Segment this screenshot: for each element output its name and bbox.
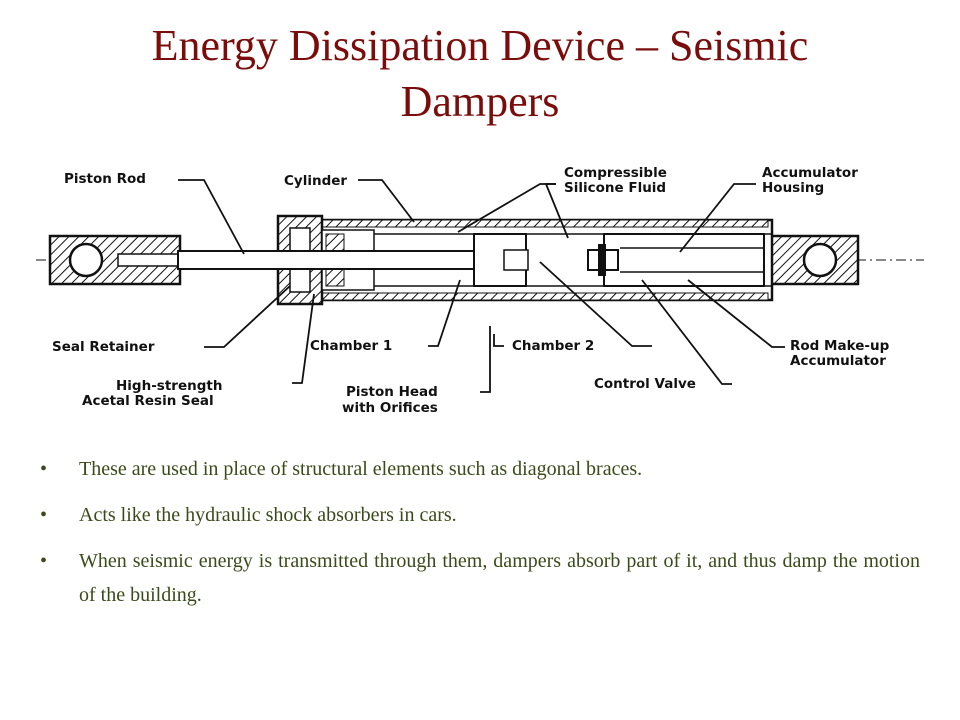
piston-rod: [177, 250, 509, 270]
label-cylinder: Cylinder: [284, 173, 347, 189]
label-rod-makeup-line1: Rod Make-up: [790, 338, 890, 354]
accumulator-housing: [587, 233, 765, 287]
leader-lines: [178, 179, 785, 393]
label-chamber-1: Chamber 1: [310, 338, 392, 354]
bullet-marker: •: [40, 504, 48, 526]
damper-diagram: Piston Rod Cylinder Compressible Silicon…: [36, 165, 924, 416]
title-line-2: Dampers: [400, 77, 560, 126]
label-seal-line2: Acetal Resin Seal: [82, 393, 214, 409]
label-accumulator-line2: Housing: [762, 180, 824, 196]
label-fluid-line1: Compressible: [564, 165, 667, 181]
bullet-marker: •: [40, 458, 48, 480]
label-control-valve: Control Valve: [594, 376, 696, 392]
bullet-item: • When seismic energy is transmitted thro…: [40, 544, 920, 612]
label-piston-head-line2: with Orifices: [342, 400, 438, 416]
label-accumulator-line1: Accumulator: [762, 165, 858, 181]
bullet-text: When seismic energy is transmitted throu…: [79, 550, 920, 606]
slide-title: Energy Dissipation Device – Seismic Damp…: [40, 18, 920, 130]
bullet-text: Acts like the hydraulic shock absorbers …: [79, 504, 457, 526]
bullet-marker: •: [40, 550, 48, 572]
label-seal-line1: High-strength: [116, 378, 222, 394]
bullet-item: • Acts like the hydraulic shock absorbers…: [40, 498, 920, 532]
bullet-text: These are used in place of structural el…: [79, 458, 643, 480]
label-piston-head-line1: Piston Head: [346, 384, 438, 400]
label-chamber-2: Chamber 2: [512, 338, 594, 354]
label-piston-rod: Piston Rod: [64, 171, 146, 187]
bullet-list: • These are used in place of structural e…: [40, 452, 920, 624]
label-rod-makeup-line2: Accumulator: [790, 353, 886, 369]
label-fluid-line2: Silicone Fluid: [564, 180, 666, 196]
left-clevis: [48, 234, 183, 286]
right-clevis: [766, 234, 860, 286]
bullet-item: • These are used in place of structural e…: [40, 452, 920, 486]
label-seal-retainer: Seal Retainer: [52, 339, 155, 355]
title-line-1: Energy Dissipation Device – Seismic: [151, 21, 809, 70]
piston-head: [473, 233, 529, 287]
